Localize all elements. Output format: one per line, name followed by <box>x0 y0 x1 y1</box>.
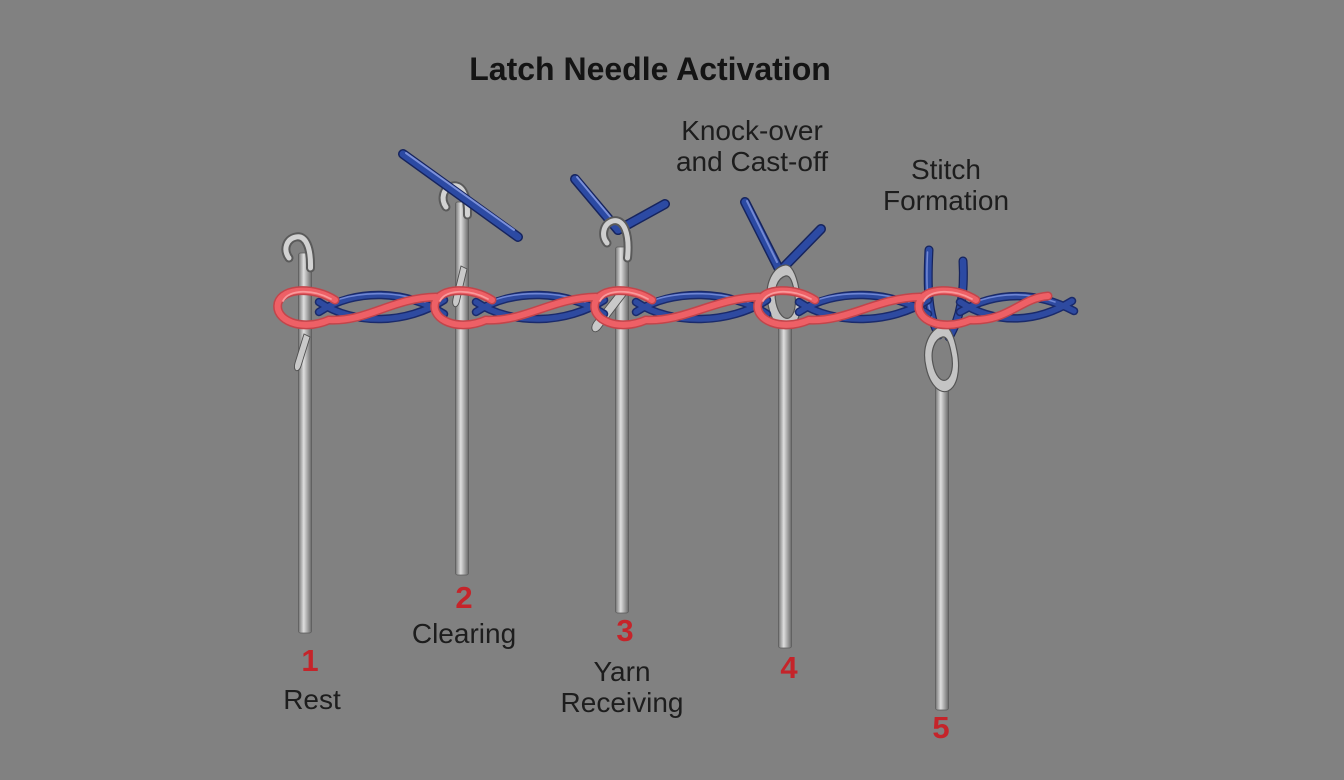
closed-hook-eye <box>924 325 960 393</box>
stage-number-1: 1 <box>301 643 319 678</box>
stage-number-2: 2 <box>455 580 473 615</box>
stage-label-yarn-receiving: Yarn Receiving <box>560 656 684 718</box>
stage-label-knock-over: Knock-over and Cast-off <box>675 115 829 177</box>
needle-1-rest <box>281 232 316 634</box>
stage-number-4: 4 <box>780 650 798 685</box>
stage-label-rest: Rest <box>283 684 341 715</box>
yarn-course <box>273 286 1079 330</box>
needle-4-knockover <box>740 197 826 649</box>
course-red-loops <box>273 286 1053 330</box>
stage-label-stitch-formation: Stitch Formation <box>882 154 1010 216</box>
latch-open-down <box>293 333 311 372</box>
new-yarn-v <box>740 197 826 276</box>
hook-highlight <box>283 234 314 271</box>
diagram-title: Latch Needle Activation <box>469 51 831 87</box>
new-yarn-rod-clearing <box>398 149 523 242</box>
hook-over-yarn <box>599 216 633 263</box>
stage-number-5: 5 <box>932 710 950 745</box>
needle-2-clearing <box>438 181 473 576</box>
stage-label-clearing: Clearing <box>411 618 517 649</box>
stage-number-3: 3 <box>616 613 634 648</box>
